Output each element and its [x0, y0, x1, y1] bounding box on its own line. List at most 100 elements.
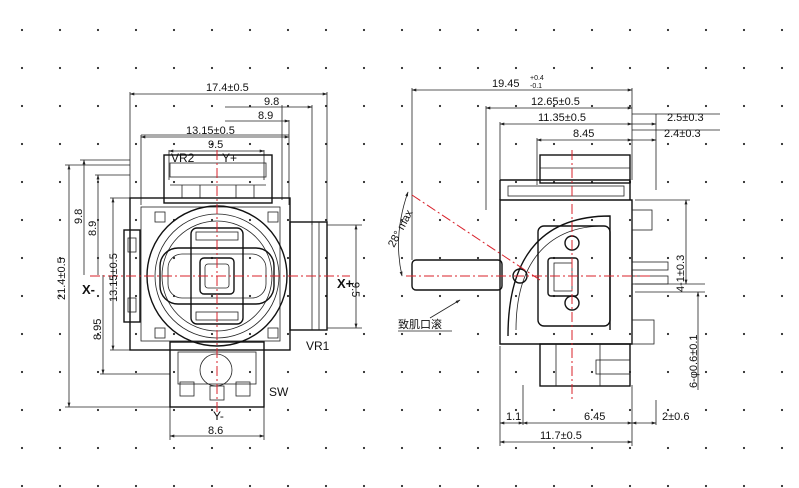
- grid-dot: [666, 66, 670, 70]
- grid-dot: [362, 180, 366, 184]
- grid-dot: [666, 256, 670, 260]
- grid-dot: [704, 408, 708, 412]
- grid-dot: [780, 104, 784, 108]
- sw-label: SW: [269, 385, 289, 399]
- grid-dot: [704, 370, 708, 374]
- grid-dot: [514, 66, 518, 70]
- grid-dot: [780, 294, 784, 298]
- front-centerlines: [90, 150, 350, 420]
- grid-dot: [400, 256, 404, 260]
- grid-dot: [400, 370, 404, 374]
- grid-dot: [742, 484, 746, 488]
- grid-dot: [248, 142, 252, 146]
- grid-dot: [400, 142, 404, 146]
- grid-dot: [400, 294, 404, 298]
- grid-dot: [666, 332, 670, 336]
- grid-dot: [780, 256, 784, 260]
- grid-dot: [552, 66, 556, 70]
- grid-dot: [438, 218, 442, 222]
- grid-dot: [172, 484, 176, 488]
- grid-dot: [362, 332, 366, 336]
- d-13-15-left-dim: 13.15±0.5: [108, 253, 120, 302]
- grid-dot: [590, 484, 594, 488]
- grid-dot: [362, 142, 366, 146]
- grid-dot: [324, 104, 328, 108]
- grid-dot: [210, 446, 214, 450]
- grid-dot: [742, 332, 746, 336]
- grid-dot: [20, 180, 24, 184]
- grid-dot: [514, 408, 518, 412]
- grid-dot: [324, 370, 328, 374]
- grid-dot: [476, 332, 480, 336]
- grid-dot: [628, 408, 632, 412]
- grid-dot: [780, 66, 784, 70]
- grid-dot: [666, 408, 670, 412]
- grid-dot: [552, 370, 556, 374]
- bottom-width-dim: 8.6: [208, 425, 223, 437]
- d-9-5-top-dim: 9.5: [208, 139, 223, 151]
- grid-dot: [742, 142, 746, 146]
- grid-dot: [704, 66, 708, 70]
- grid-dot: [362, 66, 366, 70]
- d-11-7-dim: 11.7±0.5: [540, 430, 582, 442]
- grid-dot: [210, 484, 214, 488]
- d-1-1-dim: 1.1: [506, 411, 521, 423]
- grid-dot: [666, 180, 670, 184]
- grid-dot: [438, 446, 442, 450]
- d-6-hole-dim: 6-φ0.6±0.1: [688, 334, 700, 388]
- grid-dot: [20, 28, 24, 32]
- grid-dot: [134, 142, 138, 146]
- grid-dot: [590, 332, 594, 336]
- grid-dot: [514, 370, 518, 374]
- grid-dot: [704, 332, 708, 336]
- grid-dot: [20, 294, 24, 298]
- grid-dot: [172, 408, 176, 412]
- grid-dot: [666, 104, 670, 108]
- grid-dot: [666, 370, 670, 374]
- grid-dot: [400, 28, 404, 32]
- side-tol-lower: -0.1: [530, 83, 542, 90]
- grid-dot: [476, 28, 480, 32]
- grid-dot: [210, 66, 214, 70]
- grid-dot: [438, 408, 442, 412]
- grid-dot: [590, 294, 594, 298]
- grid-dot: [58, 294, 62, 298]
- grid-dot: [476, 370, 480, 374]
- grid-dot: [438, 370, 442, 374]
- grid-dot: [210, 294, 214, 298]
- grid-dot: [514, 256, 518, 260]
- grid-dot: [58, 332, 62, 336]
- grid-dot: [96, 484, 100, 488]
- grid-dot: [248, 218, 252, 222]
- grid-dot: [362, 370, 366, 374]
- grid-dot: [286, 142, 290, 146]
- grid-dot: [248, 446, 252, 450]
- grid-dot: [134, 484, 138, 488]
- grid-dot: [286, 180, 290, 184]
- grid-dot: [248, 484, 252, 488]
- side-bottom-dimension-lines: [499, 421, 657, 444]
- grid-dot: [742, 180, 746, 184]
- grid-dot: [96, 370, 100, 374]
- grid-dot: [628, 218, 632, 222]
- grid-dot: [628, 332, 632, 336]
- grid-dot: [590, 218, 594, 222]
- grid-dot: [476, 218, 480, 222]
- grid-dot: [666, 484, 670, 488]
- grid-dot: [248, 294, 252, 298]
- width-total-dim: 17.4±0.5: [206, 82, 249, 94]
- grid-dot: [20, 408, 24, 412]
- d-6-45-dim: 6.45: [584, 411, 605, 423]
- grid-dot: [628, 256, 632, 260]
- grid-dot: [438, 142, 442, 146]
- grid-dot: [666, 28, 670, 32]
- grid-dot: [552, 142, 556, 146]
- grid-dot: [286, 66, 290, 70]
- grid-dot: [362, 408, 366, 412]
- grid-dot: [286, 256, 290, 260]
- d-8-9-left-dim: 8.9: [87, 221, 99, 236]
- grid-dot: [438, 332, 442, 336]
- grid-dot: [742, 218, 746, 222]
- grid-dot: [286, 484, 290, 488]
- grid-dot: [476, 66, 480, 70]
